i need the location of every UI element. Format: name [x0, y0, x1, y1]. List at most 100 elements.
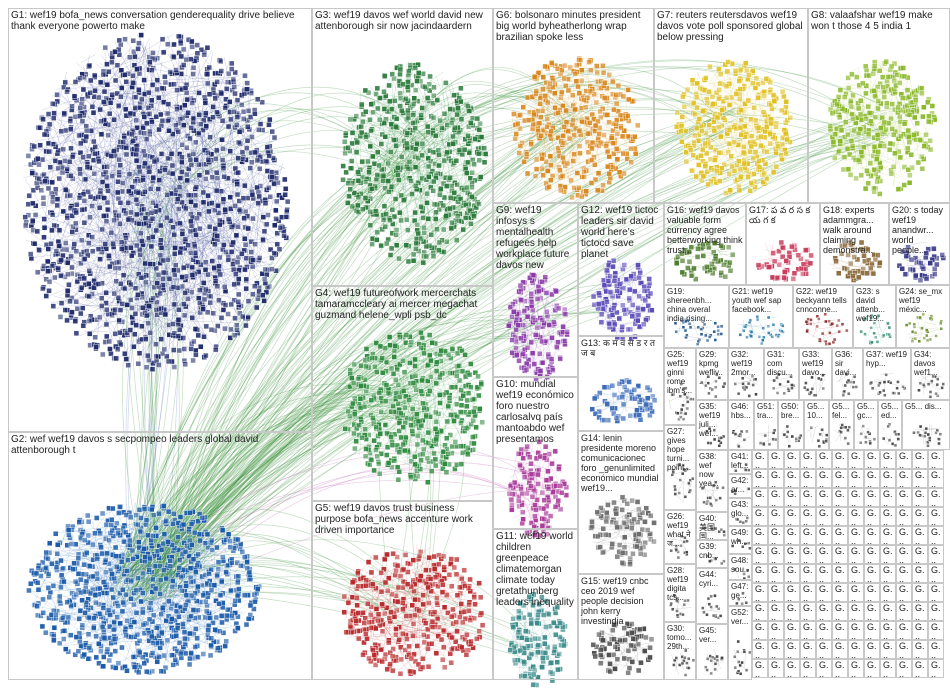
inter-group-edge: [145, 211, 158, 589]
inter-group-edge: [438, 113, 872, 142]
inter-group-edge: [162, 560, 430, 604]
inter-group-edge: [152, 123, 743, 592]
inter-group-edge: [138, 564, 422, 620]
edge: [146, 76, 240, 82]
inter-group-edge: [129, 150, 402, 196]
inter-group-edge: [156, 130, 590, 576]
inter-group-edge: [164, 143, 568, 567]
inter-group-edge: [129, 144, 574, 583]
inter-group-edge: [126, 110, 578, 602]
inter-group-edge: [113, 111, 582, 601]
edge: [45, 223, 232, 298]
inter-group-edge: [170, 120, 899, 592]
inter-group-edge: [113, 591, 524, 647]
edge: [65, 170, 222, 224]
inter-group-edge: [145, 412, 428, 580]
node-cluster-g1: [22, 32, 291, 372]
inter-group-edge: [128, 338, 553, 567]
edge: [184, 53, 260, 152]
inter-group-edge: [158, 143, 427, 592]
inter-group-edge: [114, 444, 523, 580]
inter-group-edge: [144, 131, 733, 601]
inter-group-edge: [114, 120, 555, 571]
inter-group-edge: [124, 314, 528, 571]
edge: [33, 146, 272, 226]
inter-group-edge: [155, 129, 721, 570]
inter-group-edge: [132, 213, 169, 589]
inter-group-edge: [121, 391, 415, 572]
inter-group-edge: [155, 122, 722, 571]
edge: [135, 110, 213, 313]
inter-group-edge: [149, 110, 733, 602]
edge: [116, 111, 192, 319]
inter-group-edge: [147, 127, 731, 582]
inter-group-edge: [158, 116, 417, 212]
inter-group-edge: [125, 176, 408, 582]
inter-group-edge: [152, 136, 751, 585]
inter-group-edge: [156, 164, 408, 569]
edge: [141, 73, 177, 299]
edge: [75, 303, 203, 319]
inter-group-edge: [171, 141, 887, 593]
inter-group-edge: [140, 140, 402, 591]
inter-group-edge: [116, 585, 539, 657]
inter-group-edge: [140, 113, 713, 569]
inter-group-edge: [138, 106, 741, 588]
inter-group-edge: [161, 168, 398, 577]
inter-group-edge: [155, 121, 571, 569]
inter-group-edge: [123, 103, 410, 188]
inter-group-edge: [149, 136, 587, 602]
inter-group-edge: [396, 59, 862, 144]
inter-group-edge: [124, 143, 871, 598]
edge: [98, 192, 203, 310]
inter-group-edge: [118, 131, 590, 568]
inter-group-edge: [134, 139, 579, 588]
inter-group-edge: [152, 308, 517, 574]
edge: [183, 87, 218, 189]
inter-group-edge: [113, 118, 737, 569]
inter-group-edge: [122, 123, 585, 600]
edge: [117, 152, 223, 278]
inter-group-edge: [169, 335, 519, 602]
inter-group-edge: [145, 125, 864, 579]
inter-group-edge: [165, 139, 565, 578]
inter-group-edge: [116, 162, 417, 587]
inter-group-edge: [115, 177, 394, 576]
inter-group-edge: [128, 127, 563, 574]
inter-group-edge: [121, 319, 518, 586]
inter-group-edge: [145, 184, 184, 588]
inter-group-edge: [149, 128, 886, 573]
inter-group-edge: [164, 153, 422, 598]
inter-group-edge: [127, 86, 431, 181]
inter-group-edge: [146, 123, 577, 572]
inter-group-edge: [130, 139, 578, 592]
inter-group-edge: [120, 322, 533, 579]
inter-group-edge: [121, 118, 746, 598]
inter-group-edge: [121, 383, 426, 575]
inter-group-edge: [136, 144, 720, 572]
edge: [99, 93, 266, 278]
inter-group-edge: [144, 106, 736, 596]
inter-group-edge: [148, 136, 744, 592]
inter-group-edge: [118, 107, 594, 571]
inter-group-edge: [111, 124, 557, 591]
inter-group-edge: [113, 387, 412, 579]
inter-group-edge: [157, 158, 417, 584]
inter-group-edge: [168, 156, 405, 593]
inter-group-edge: [131, 114, 719, 604]
inter-group-edge: [166, 334, 551, 579]
inter-group-edge: [122, 116, 587, 569]
inter-group-edge: [143, 212, 184, 589]
inter-group-edge: [120, 165, 427, 578]
inter-group-edge: [159, 151, 406, 599]
inter-group-edge: [168, 132, 887, 577]
edge: [89, 288, 121, 348]
inter-group-edge: [119, 129, 575, 575]
inter-group-edge: [147, 134, 890, 592]
inter-group-edge: [133, 205, 170, 576]
inter-group-edge: [167, 130, 724, 598]
inter-group-edge: [136, 118, 871, 576]
inter-group-edge: [145, 115, 578, 605]
